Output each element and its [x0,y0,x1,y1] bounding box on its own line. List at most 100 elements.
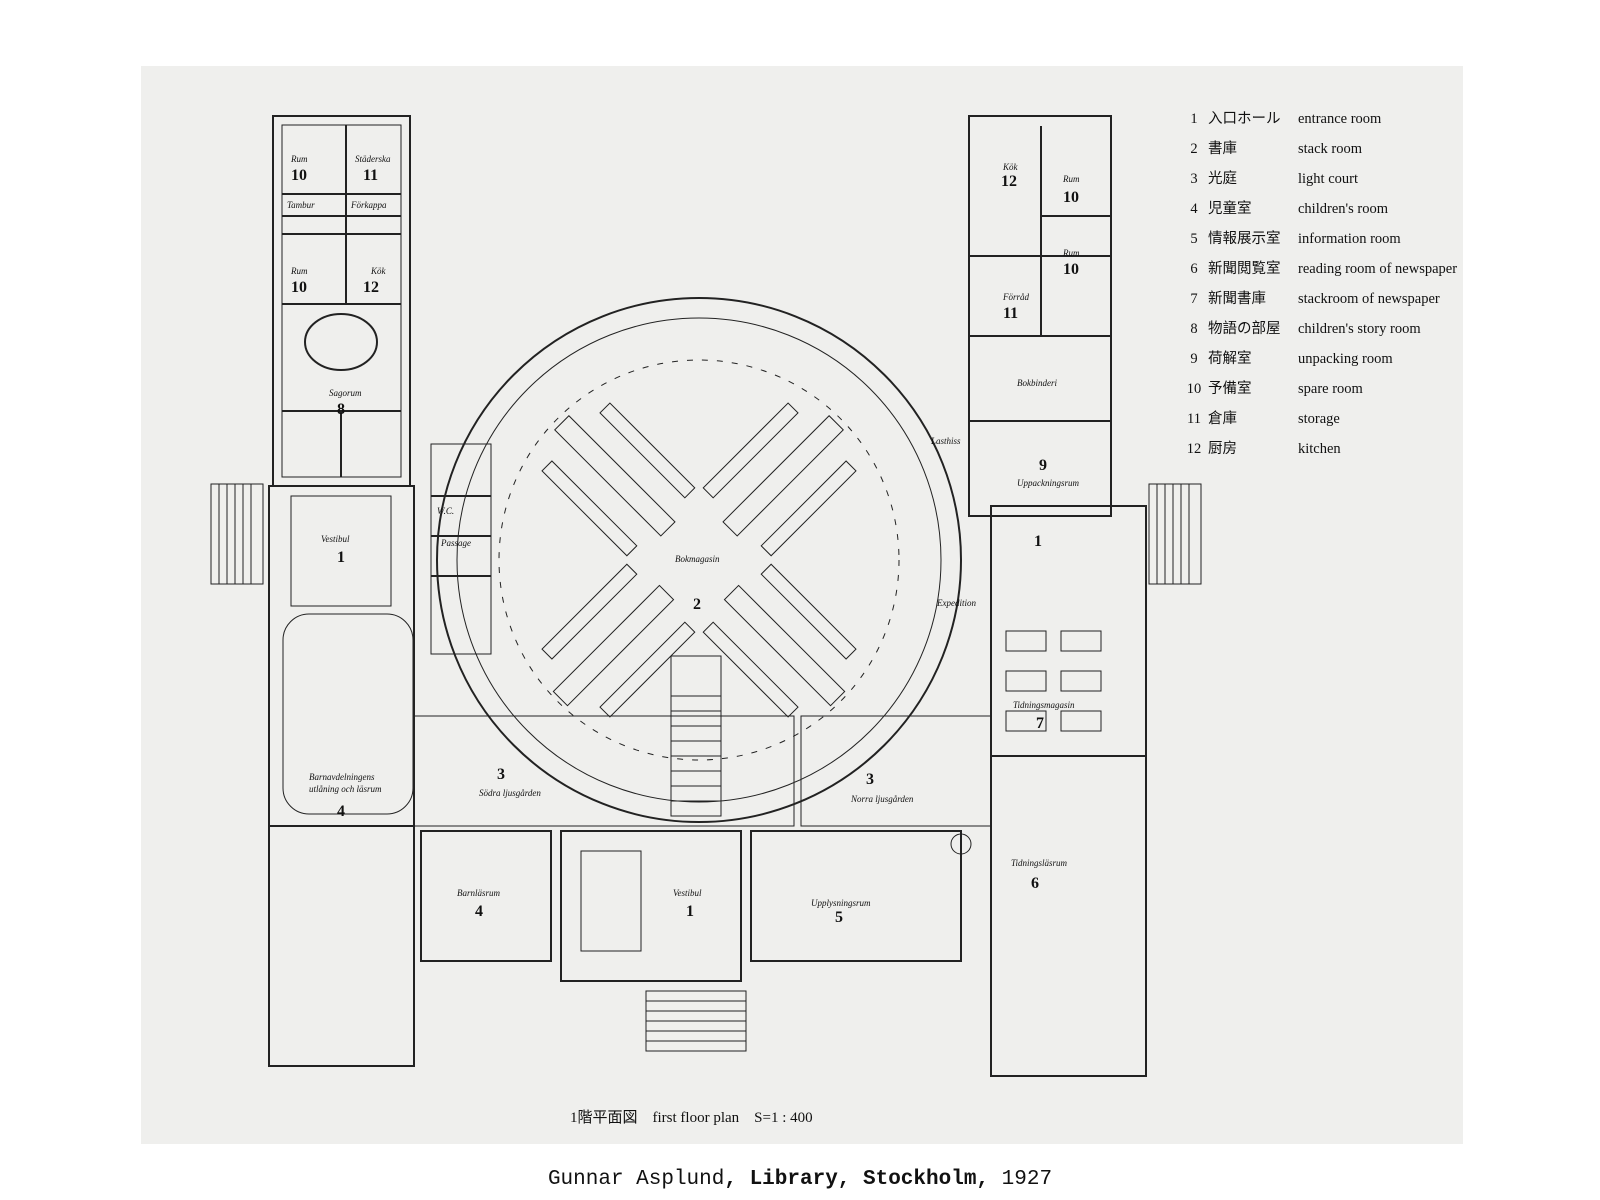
south-light-court [413,715,795,827]
legend-item: 3 光庭 light court [1180,164,1463,194]
room-label: Förråd [1002,292,1030,302]
legend-item: 12 厨房 kitchen [1180,434,1463,464]
room-number: 10 [291,279,307,296]
childrens-hall [282,613,414,815]
room-number: 10 [291,167,307,184]
room-label: Kök [370,266,387,276]
plan-caption: 1階平面図 first floor plan S=1 : 400 [570,1110,813,1126]
legend-number: 8 [1190,321,1198,337]
room-label: W.C. [437,506,454,516]
legend-item: 7 新聞書庫 stackroom of newspaper [1180,284,1463,314]
legend-english: light court [1298,171,1359,187]
spiral-stair [950,833,972,855]
room-number: 12 [363,279,379,296]
room-label: Förkappa [350,200,387,210]
room-number: 1 [337,549,345,566]
legend-number: 6 [1190,261,1198,277]
legend-number: 12 [1186,441,1202,457]
legend-english: kitchen [1298,441,1341,457]
room-label: Barnläsrum [457,888,501,898]
legend-number: 4 [1190,201,1198,217]
vestibul-lower-room [560,830,742,982]
room-label: utlåning och läsrum [309,784,382,794]
room-label: Sagorum [329,388,362,398]
room-number: 11 [363,167,378,184]
legend-item: 5 情報展示室 information room [1180,224,1463,254]
rotunda-outer-wall [436,297,962,823]
legend-item: 8 物語の部屋 children's story room [1180,314,1463,344]
room-label: Vestibul [673,888,702,898]
main-entrance-stair [645,990,747,1052]
right-entrance-stair [1148,483,1202,585]
legend-english: stackroom of newspaper [1298,291,1440,307]
room-label: Städerska [355,154,391,164]
room-label: Tambur [287,200,315,210]
room-number: 4 [475,903,483,920]
room-number: 9 [1039,457,1047,474]
room-label: Tidningsmagasin [1013,700,1075,710]
legend-japanese: 情報展示室 [1208,231,1281,247]
room-number: 2 [693,596,701,613]
room-number: 1 [1034,533,1042,550]
room-label: Norra ljusgården [850,794,914,804]
legend-japanese: 光庭 [1208,171,1237,187]
legend-number: 5 [1190,231,1198,247]
floor-plan-drawing: 10 11 10 12 8 1 4 4 1 2 3 3 5 6 7 9 1 12… [210,115,1202,1077]
right-wing-outline [968,115,1112,517]
room-label: Bokbinderi [1017,378,1057,388]
legend-english: storage [1298,411,1340,427]
legend-number: 3 [1190,171,1198,187]
room-number: 4 [337,803,345,820]
legend-number: 7 [1190,291,1198,307]
legend-japanese: 児童室 [1208,201,1252,217]
figure-caption: Gunnar Asplund, Library, Stockholm, 1927 [0,1168,1600,1191]
legend-number: 10 [1186,381,1202,397]
legend-english: children's room [1298,201,1388,217]
room-label: Rum [290,266,308,276]
legend-japanese: 新聞閲覧室 [1208,261,1281,277]
room-label: Upplysningsrum [811,898,871,908]
legend-english: children's story room [1298,321,1421,337]
room-label: Vestibul [321,534,350,544]
room-number: 3 [497,766,505,783]
radial-bookshelves [541,402,857,718]
room-label: Passage [440,538,471,548]
room-label: Södra ljusgården [479,788,541,798]
legend-number: 11 [1187,411,1201,427]
legend-japanese: 予備室 [1208,381,1252,397]
reading-tables [1005,630,1102,732]
legend-number: 2 [1190,141,1198,157]
rotunda-inner-wall [456,317,942,803]
legend-japanese: 厨房 [1208,441,1237,457]
room-number: 5 [835,909,843,926]
legend-japanese: 書庫 [1208,141,1237,157]
room-label: Tidningsläsrum [1011,858,1068,868]
legend-japanese: 新聞書庫 [1208,291,1266,307]
legend-japanese: 物語の部屋 [1208,321,1281,337]
legend-english: information room [1298,231,1401,247]
upplysningsrum-room [750,830,962,962]
room-number: 12 [1001,173,1017,190]
room-number: 8 [337,401,345,418]
right-main-block [990,505,1147,1077]
caption-work: , Library, Stockholm, [724,1168,990,1191]
legend-japanese: 荷解室 [1208,351,1252,367]
legend-japanese: 入口ホール [1208,111,1281,127]
room-label: Bokmagasin [675,554,720,564]
legend-japanese: 倉庫 [1208,411,1237,427]
legend-english: reading room of newspaper [1298,261,1458,277]
legend-item: 6 新聞閲覧室 reading room of newspaper [1180,254,1463,284]
room-label: Rum [290,154,308,164]
left-entrance-stair [210,483,264,585]
room-number: 10 [1063,261,1079,278]
caption-year: 1927 [989,1168,1053,1191]
legend-item: 11 倉庫 storage [1180,404,1463,434]
room-number: 7 [1036,715,1044,732]
room-label: Rum [1062,174,1080,184]
room-label: Rum [1062,248,1080,258]
legend-english: entrance room [1298,111,1382,127]
